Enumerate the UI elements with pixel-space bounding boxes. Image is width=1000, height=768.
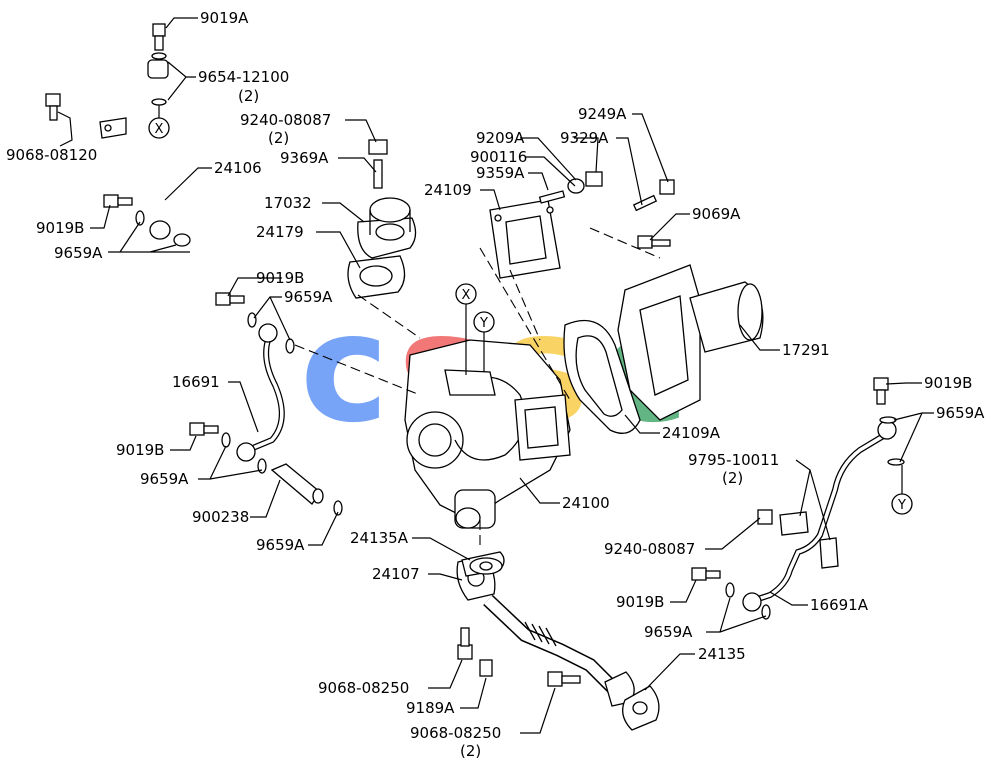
label-9068-08120: 9068-08120 [6, 146, 97, 164]
label-9019B-e: 9019B [616, 593, 664, 611]
label-9659A-b: 9659A [284, 288, 333, 306]
label-9240-08087-a: 9240-08087 [240, 111, 331, 129]
label-9019A-top: 9019A [200, 9, 249, 27]
label-9249A: 9249A [578, 105, 627, 123]
turbocharger-24100 [404, 339, 571, 529]
label-24135A: 24135A [350, 529, 409, 547]
label-9240-a-qty: (2) [268, 129, 289, 147]
label-9240-08087-b: 9240-08087 [604, 540, 695, 558]
label-16691: 16691 [172, 373, 220, 391]
label-9019B-b: 9019B [256, 269, 304, 287]
drain-pipe-24107 [456, 551, 660, 731]
elbow-17291 [617, 264, 764, 421]
label-9654-qty: (2) [238, 87, 259, 105]
label-16691A: 16691A [810, 596, 869, 614]
label-9019B-c: 9019B [116, 441, 164, 459]
callout-x-top: X [148, 105, 170, 139]
watermark-letter-1: c [300, 282, 389, 456]
label-9068-08250-b-qty: (2) [460, 742, 481, 760]
oil-pipe-16691 [189, 292, 343, 516]
callout-x-top-text: X [155, 122, 164, 137]
label-9329A: 9329A [560, 129, 609, 147]
assembly-lines [294, 227, 661, 550]
label-17032: 17032 [264, 194, 312, 212]
label-24106: 24106 [214, 159, 262, 177]
gasket-24109A [563, 319, 641, 434]
label-9659A-d: 9659A [256, 536, 305, 554]
oil-pipe-16691A [691, 377, 905, 620]
label-9659A-f: 9659A [644, 623, 693, 641]
label-9069A: 9069A [692, 205, 741, 223]
label-24179: 24179 [256, 223, 304, 241]
label-9068-08250-b: 9068-08250 [410, 724, 501, 742]
label-9659A-a: 9659A [54, 244, 103, 262]
fasteners-upper-right [538, 171, 675, 249]
label-900238: 900238 [192, 508, 249, 526]
label-900116: 900116 [470, 148, 527, 166]
callout-y-right-text: Y [897, 498, 906, 513]
callout-x-mid: X [455, 283, 477, 375]
label-9369A: 9369A [280, 149, 329, 167]
callout-y-right: Y [891, 465, 913, 515]
label-24100: 24100 [562, 494, 610, 512]
label-24109A: 24109A [662, 424, 721, 442]
label-9654-12100: 9654-12100 [198, 68, 289, 86]
part-labels: 9019A 9654-12100 (2) 9068-08120 24106 90… [6, 9, 985, 760]
label-9068-08250-a: 9068-08250 [318, 679, 409, 697]
label-24135: 24135 [698, 645, 746, 663]
callout-y-mid: Y [473, 311, 495, 372]
label-9189A: 9189A [406, 699, 455, 717]
label-9795-10011: 9795-10011 [688, 451, 779, 469]
label-17291: 17291 [782, 341, 830, 359]
label-9359A: 9359A [476, 164, 525, 182]
label-24107: 24107 [372, 565, 420, 583]
callout-y-mid-text: Y [479, 316, 488, 331]
label-24109: 24109 [424, 181, 472, 199]
oil-pipe-24106 [45, 23, 191, 247]
label-9019B-a: 9019B [36, 219, 84, 237]
label-9659A-e: 9659A [936, 404, 985, 422]
flange-17032 [347, 139, 417, 299]
leader-lines [57, 17, 934, 734]
gasket-24109 [489, 199, 561, 279]
label-9019B-d: 9019B [924, 374, 972, 392]
label-9209A: 9209A [476, 129, 525, 147]
callout-x-mid-text: X [462, 288, 471, 303]
label-9659A-c: 9659A [140, 470, 189, 488]
label-9795-qty: (2) [722, 469, 743, 487]
